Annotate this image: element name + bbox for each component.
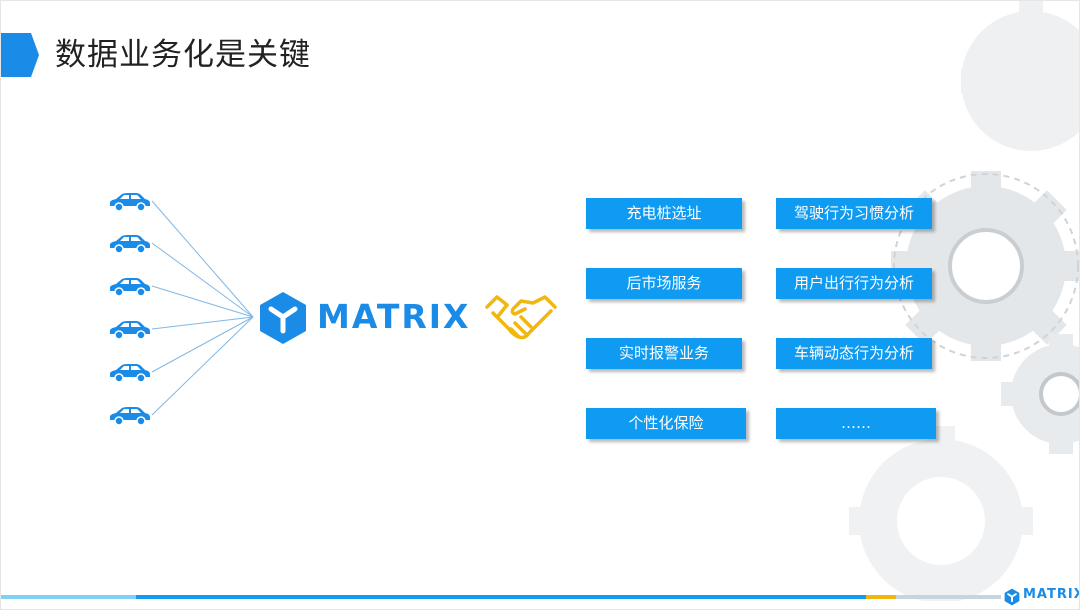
analysis-tag: 车辆动态行为分析	[776, 338, 932, 369]
service-tag: 实时报警业务	[586, 338, 742, 369]
service-tag: 个性化保险	[586, 408, 746, 439]
service-tag: 后市场服务	[586, 268, 742, 299]
service-tag: 充电桩选址	[586, 198, 742, 229]
footer-logo-icon	[1004, 588, 1020, 606]
car-icon	[110, 407, 150, 426]
car-icon	[110, 235, 150, 254]
matrix-logo-icon	[260, 292, 306, 344]
handshake-icon	[485, 295, 557, 340]
car-icon	[110, 321, 150, 340]
analysis-tag: 用户出行行为分析	[776, 268, 932, 299]
gear-background-icon	[849, 1, 1079, 601]
footer-bar	[1, 595, 1001, 599]
footer-logo-text: MATRIX	[1023, 587, 1080, 602]
title-marker-icon	[1, 33, 39, 77]
car-icon	[110, 364, 150, 383]
matrix-logo-text: MATRIX	[317, 297, 471, 336]
analysis-tag: 驾驶行为习惯分析	[776, 198, 932, 229]
slide-title: 数据业务化是关键	[55, 37, 311, 73]
car-icon	[110, 193, 150, 212]
ellipsis-tag: ……	[776, 408, 936, 439]
car-icon	[110, 278, 150, 297]
